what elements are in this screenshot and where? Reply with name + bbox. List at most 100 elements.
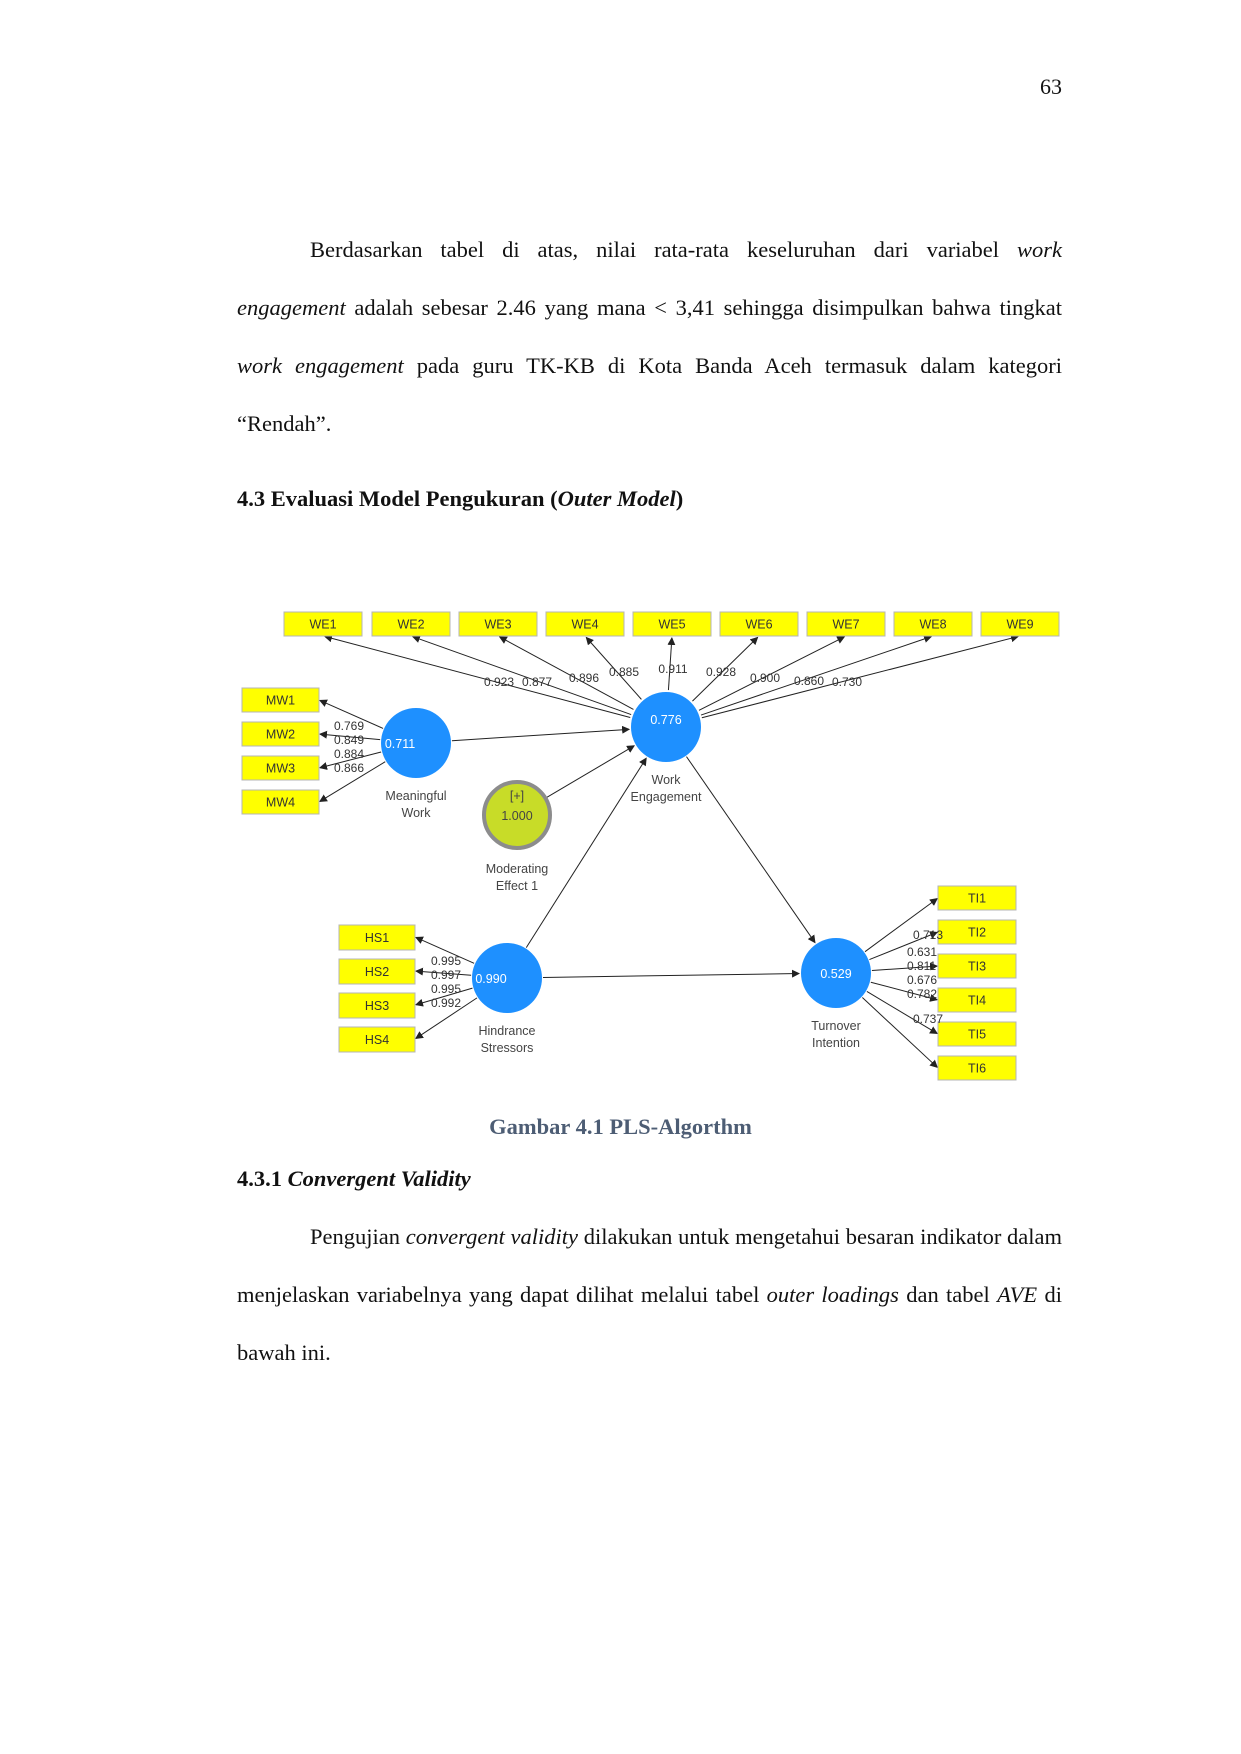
indicator-mw4-label: MW4 <box>266 796 295 810</box>
construct-meaningful-work <box>381 708 451 778</box>
section-heading-4-3: 4.3 Evaluasi Model Pengukuran (Outer Mod… <box>237 486 683 512</box>
text-run: dilakukan untuk mengetahui besaran indik… <box>237 1224 1063 1307</box>
path-mw-to-we <box>451 725 631 742</box>
indicator-we9-label: WE9 <box>1006 618 1033 632</box>
indicator-ti4-label: TI4 <box>968 994 986 1008</box>
loading-ti1: 0.713 <box>913 928 943 942</box>
loading-ti6: 0.737 <box>913 1012 943 1026</box>
indicator-we7-box <box>806 611 886 637</box>
loading-we9: 0.730 <box>832 675 862 689</box>
heading-text: ) <box>675 486 684 511</box>
loading-arrow-mw1 <box>318 699 384 729</box>
indicator-ti6-label: TI6 <box>968 1062 986 1076</box>
indicator-mw3-box <box>241 755 320 781</box>
indicator-ti5-label: TI5 <box>968 1028 986 1042</box>
indicator-we7-label: WE7 <box>832 618 859 632</box>
loading-hs1: 0.995 <box>431 954 461 968</box>
indicator-hs1-box <box>338 924 416 951</box>
indicator-we8-label: WE8 <box>919 618 946 632</box>
page-number: 63 <box>1040 74 1062 99</box>
loading-arrow-we8 <box>700 635 933 716</box>
construct-value-meaningful-work: 0.711 <box>385 737 415 751</box>
loading-we5: 0.911 <box>658 662 687 676</box>
indicator-hs1-label: HS1 <box>365 931 389 945</box>
loading-arrow-mw2 <box>319 730 381 741</box>
italic-run: convergent validity <box>405 1224 578 1249</box>
loading-mw2: 0.849 <box>334 733 364 747</box>
construct-label-work-engagement: Work <box>652 773 682 787</box>
text-run: Berdasarkan tabel di atas, nilai rata-ra… <box>310 237 1000 262</box>
construct-label-turnover-intention: Turnover <box>811 1019 861 1033</box>
construct-label-moderating-effect: Moderating <box>486 862 549 876</box>
indicator-we2-label: WE2 <box>397 618 424 632</box>
path-we-to-ti <box>686 756 816 944</box>
loading-arrow-hs2 <box>415 967 472 976</box>
indicator-we1-label: WE1 <box>309 618 336 632</box>
loading-arrow-we6 <box>692 636 759 702</box>
construct-label-turnover-intention: Intention <box>812 1036 860 1050</box>
heading-italic: Convergent Validity <box>287 1166 471 1191</box>
text-run: di bawah ini. <box>237 1282 1062 1365</box>
loading-ti3: 0.811 <box>907 959 936 973</box>
path-hs-to-ti <box>542 969 801 978</box>
construct-moderating-effect <box>482 780 552 850</box>
indicator-ti1-label: TI1 <box>968 892 986 906</box>
indicator-we3-box <box>458 611 538 637</box>
italic-run: AVE <box>997 1282 1038 1307</box>
indicator-we9-box <box>980 611 1060 637</box>
loading-we3: 0.896 <box>569 671 599 685</box>
indicator-hs4-box <box>338 1026 416 1053</box>
indicator-ti3-box <box>937 953 1017 979</box>
loading-hs3: 0.995 <box>431 982 461 996</box>
loading-arrow-we5 <box>667 636 676 691</box>
text-run: pada guru TK-KB di Kota Banda Aceh terma… <box>237 353 1063 436</box>
loading-ti4: 0.676 <box>907 973 937 987</box>
indicator-ti1-box <box>937 885 1017 911</box>
construct-turnover-intention <box>801 938 871 1008</box>
section-heading-4-3-1: 4.3.1 Convergent Validity <box>237 1166 471 1192</box>
loading-mw3: 0.884 <box>334 747 364 761</box>
indicator-ti2-box <box>937 919 1017 945</box>
construct-label-work-engagement: Engagement <box>631 790 702 804</box>
loading-arrow-we9 <box>701 634 1020 719</box>
italic-run: outer loadings <box>766 1282 899 1307</box>
loading-we4: 0.885 <box>609 665 639 679</box>
indicator-we8-box <box>893 611 973 637</box>
loading-arrow-we1 <box>323 634 631 718</box>
loading-we6: 0.928 <box>706 665 736 679</box>
indicator-hs2-label: HS2 <box>365 965 389 979</box>
text-run: dan tabel <box>906 1282 990 1307</box>
loading-we8: 0.860 <box>794 674 824 688</box>
construct-label-meaningful-work: Meaningful <box>385 789 446 803</box>
loading-arrow-ti6 <box>862 997 939 1069</box>
figure-caption: Gambar 4.1 PLS-Algorthm <box>489 1114 752 1139</box>
construct-value-moderating-effect: 1.000 <box>501 809 532 823</box>
indicator-hs3-box <box>338 992 416 1019</box>
construct-label-hindrance-stressors: Stressors <box>481 1041 534 1055</box>
loading-arrow-hs4 <box>414 997 478 1039</box>
indicator-mw3-label: MW3 <box>266 762 295 776</box>
indicator-mw2-box <box>241 721 320 747</box>
indicator-we4-label: WE4 <box>571 618 598 632</box>
path-hs-to-we <box>525 757 647 948</box>
construct-label-moderating-effect: Effect 1 <box>496 879 538 893</box>
loading-we7: 0.900 <box>750 671 780 685</box>
paragraph-convergent-validity: Pengujian convergent validity dilakukan … <box>237 1208 1062 1382</box>
text-run: Pengujian <box>310 1224 400 1249</box>
heading-text: 4.3 Evaluasi Model Pengukuran ( <box>237 486 558 511</box>
indicator-hs3-label: HS3 <box>365 999 389 1013</box>
loading-arrow-ti1 <box>864 898 938 953</box>
construct-value-work-engagement: 0.776 <box>650 713 681 727</box>
text-run: adalah sebesar 2.46 yang mana < 3,41 seh… <box>354 295 1062 320</box>
indicator-we1-box <box>283 611 363 637</box>
indicator-we4-box <box>545 611 625 637</box>
loading-arrow-we3 <box>498 636 634 710</box>
heading-italic: Outer Model <box>557 486 676 511</box>
indicator-mw2-label: MW2 <box>266 728 295 742</box>
loading-arrow-ti3 <box>871 962 938 972</box>
indicator-mw4-box <box>241 789 320 815</box>
indicator-hs4-label: HS4 <box>365 1033 389 1047</box>
loading-mw4: 0.866 <box>334 761 364 775</box>
loading-we1: 0.923 <box>484 675 514 689</box>
loading-hs4: 0.992 <box>431 996 461 1010</box>
